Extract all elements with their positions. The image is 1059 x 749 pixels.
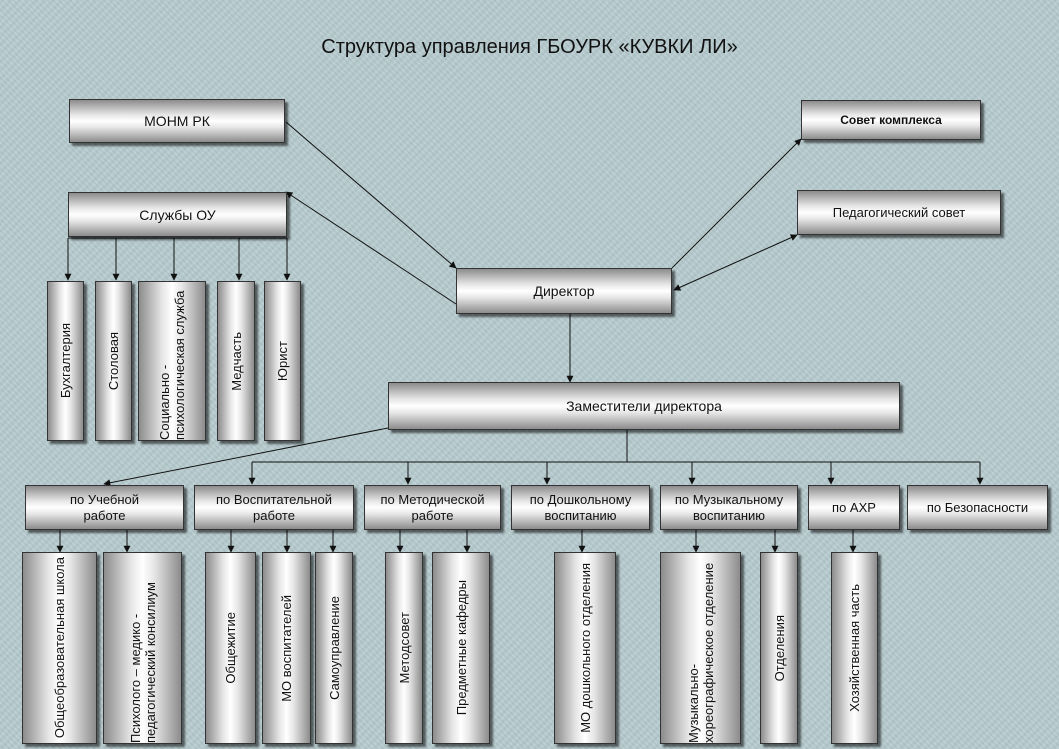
service-box: Юрист [264, 281, 301, 441]
service-box: Бухгалтерия [47, 281, 84, 441]
department-box: Общеобразовательная школа [22, 552, 97, 744]
service-box: Медчасть [217, 281, 255, 441]
deputies-label: Заместители директора [566, 398, 722, 414]
department-label: Музыкально-хореографическое отделение [685, 562, 716, 743]
deputies-box: Заместители директора [388, 382, 900, 430]
department-box: Психолого – медико - педагогический конс… [103, 552, 182, 744]
deputy-box: по Музыкальному воспитанию [660, 485, 798, 530]
arrow-director-services [285, 191, 457, 305]
department-label: Хозяйственная часть [847, 584, 862, 712]
deputy-box: по Безопасности [907, 485, 1048, 530]
deputy-box: по Дошкольному воспитанию [511, 485, 650, 530]
deputy-box: по Воспитательной работе [194, 485, 354, 530]
department-label: Отделения [771, 614, 787, 682]
pedcouncil-box: Педагогический совет [797, 190, 1001, 235]
deputy-label: по Музыкальному воспитанию [674, 491, 784, 523]
department-label: Самоуправление [326, 596, 342, 700]
deputy-label: по АХР [832, 499, 876, 515]
service-label: Бухгалтерия [58, 323, 73, 399]
arrow-deputies-study [103, 427, 389, 487]
department-label: МО воспитателей [279, 594, 294, 702]
service-box: Столовая [95, 281, 132, 441]
services-label: Службы ОУ [139, 206, 216, 223]
arrow-monm-director [285, 121, 457, 269]
page-title: Структура управления ГБОУРК «КУВКИ ЛИ» [321, 36, 738, 58]
department-box: МО дошкольного отделения [554, 552, 616, 744]
services-box: Службы ОУ [68, 192, 287, 237]
service-label: Юрист [275, 340, 290, 382]
department-label: Общежитие [223, 612, 238, 684]
department-box: Самоуправление [315, 552, 353, 744]
service-box: Социально - психологическая служба [138, 281, 206, 441]
service-label: Социально - психологическая служба [157, 290, 187, 440]
department-label: Общеобразовательная школа [52, 557, 67, 739]
council-box: Совет комплекса [801, 100, 981, 140]
deputy-box: по Учебной работе [25, 485, 184, 530]
deputy-label: по Дошкольному воспитанию [529, 491, 632, 523]
department-label: Методсовет [396, 612, 412, 684]
department-box: Методсовет [385, 552, 423, 744]
service-label: Медчасть [228, 331, 244, 391]
monm-box: МОНМ РК [69, 99, 285, 143]
council-label: Совет комплекса [840, 113, 942, 127]
deputy-label: по Методической работе [380, 491, 485, 523]
monm-label: МОНМ РК [144, 113, 210, 129]
department-box: Предметные кафедры [432, 552, 490, 744]
department-box: МО воспитателей [262, 552, 311, 744]
department-box: Музыкально-хореографическое отделение [660, 552, 741, 744]
department-box: Общежитие [205, 552, 256, 744]
arrow-director-pedcouncil [673, 234, 798, 291]
department-label: МО дошкольного отделения [577, 563, 593, 733]
department-label: Психолого – медико - педагогический конс… [127, 582, 158, 743]
deputy-label: по Воспитательной работе [216, 491, 332, 523]
department-box: Хозяйственная часть [831, 552, 878, 744]
director-box: Директор [456, 268, 672, 314]
pedcouncil-label: Педагогический совет [832, 204, 966, 220]
deputy-label: по Учебной работе [69, 491, 140, 523]
deputy-box: по АХР [808, 485, 900, 530]
department-label: Предметные кафедры [453, 580, 469, 716]
service-label: Столовая [106, 331, 121, 391]
deputy-label: по Безопасности [926, 499, 1029, 515]
director-label: Директор [533, 283, 595, 299]
deputy-box: по Методической работе [364, 485, 501, 530]
arrow-director-council [671, 138, 802, 269]
department-box: Отделения [760, 552, 798, 744]
